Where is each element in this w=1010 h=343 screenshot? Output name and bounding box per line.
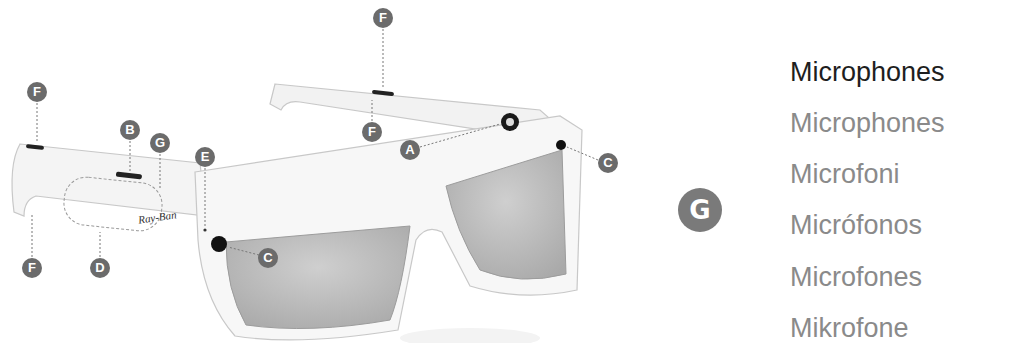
callout-letter: F — [27, 82, 47, 102]
legend-text: Microfoni — [790, 158, 900, 190]
callout-letter: F — [373, 8, 393, 28]
legend-text: Mikrofone — [790, 312, 909, 343]
legend-text: Microphones — [790, 107, 945, 139]
callout-letter: A — [400, 140, 420, 160]
legend-text: Microfones — [790, 261, 922, 293]
callout-letter: B — [120, 120, 140, 140]
callout-letter: F — [362, 122, 382, 142]
callout-letter: G — [150, 133, 170, 153]
callout-letter: D — [90, 258, 110, 278]
brand-logo: Ray-Ban — [137, 208, 177, 225]
callout-letter: C — [258, 248, 278, 268]
legend-letter: G — [678, 188, 722, 232]
legend-text: Microphones — [790, 56, 945, 88]
callout-letter: F — [22, 258, 42, 278]
callout-letter: C — [598, 153, 618, 173]
legend-text: Micrófonos — [790, 209, 922, 241]
callout-letter: E — [195, 147, 215, 167]
